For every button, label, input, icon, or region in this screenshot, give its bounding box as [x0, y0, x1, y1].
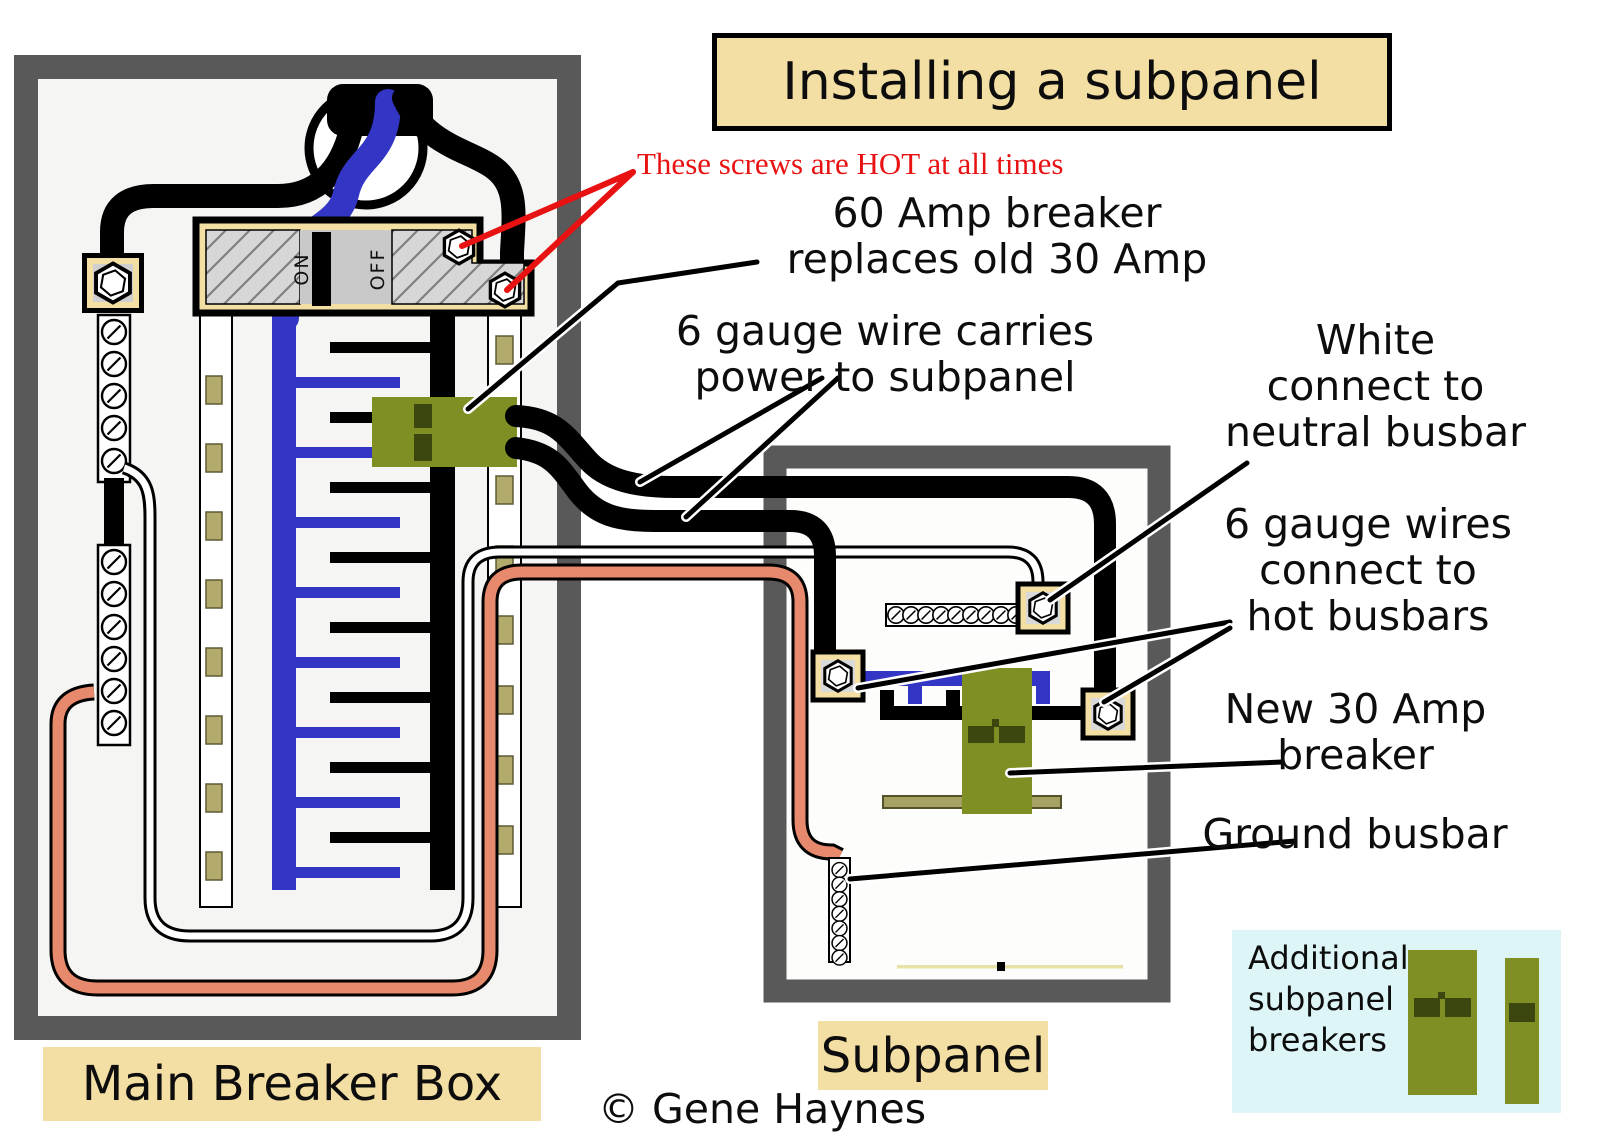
breaker-60amp	[372, 397, 517, 467]
subpanel-ground-busbar	[828, 857, 851, 966]
service-hot-wire-left	[100, 114, 364, 304]
left-breaker-column	[199, 314, 233, 908]
main-breaker-box-caption: Main Breaker Box	[43, 1047, 541, 1121]
subpanel-neutral-busbar	[885, 603, 1025, 627]
page-title-text: Installing a subpanel	[782, 52, 1322, 112]
additional-breakers-note: Additional subpanel breakers	[1248, 939, 1409, 1059]
feeder-wire-hot-2	[505, 437, 836, 663]
label-ground-busbar: Ground busbar	[1202, 810, 1508, 858]
hot-screw-icon	[442, 228, 476, 266]
copyright-text: © Gene Haynes	[598, 1085, 927, 1133]
busbar-link-wire	[104, 478, 124, 548]
label-hot-busbars: 6 gauge wires connect to hot busbars	[1223, 500, 1512, 640]
label-new-30amp: New 30 Amp breaker	[1224, 685, 1487, 779]
page-title: Installing a subpanel	[712, 33, 1392, 131]
breaker-switch-handle	[312, 232, 331, 306]
label-white-neutral: White connect to neutral busbar	[1224, 316, 1527, 456]
subpanel-bottom-rail	[897, 962, 1123, 971]
ground-wire-salmon	[49, 563, 844, 997]
main-ground-busbar	[96, 543, 132, 747]
switch-on-label: ON	[291, 252, 313, 286]
main-feed-lug	[82, 253, 144, 313]
lug-screw-icon	[94, 261, 132, 305]
breaker-30amp	[962, 668, 1032, 814]
main-breaker-box-caption-text: Main Breaker Box	[81, 1056, 503, 1112]
callout-lines	[463, 257, 1300, 884]
subpanel-caption-text: Subpanel	[820, 1027, 1046, 1084]
hot-screws-warning: These screws are HOT at all times	[637, 146, 1064, 181]
subpanel-caption: Subpanel	[818, 1021, 1048, 1090]
label-60amp-breaker: 60 Amp breaker replaces old 30 Amp	[786, 189, 1208, 283]
main-breaker-switch	[192, 216, 535, 317]
feeder-wire-hot-1	[505, 405, 1116, 701]
lug-screw-icon	[823, 659, 853, 693]
hot-screw-pointer-lines	[459, 169, 636, 293]
switch-off-label: OFF	[367, 247, 389, 291]
main-neutral-busbar	[96, 313, 132, 484]
label-6gauge-wire: 6 gauge wire carries power to subpanel	[675, 307, 1095, 401]
subpanel-hot-lug-left	[810, 649, 866, 703]
blue-hot-busbar	[272, 312, 400, 890]
white-neutral-wire	[121, 461, 1045, 943]
additional-breakers-panel	[1232, 930, 1561, 1113]
